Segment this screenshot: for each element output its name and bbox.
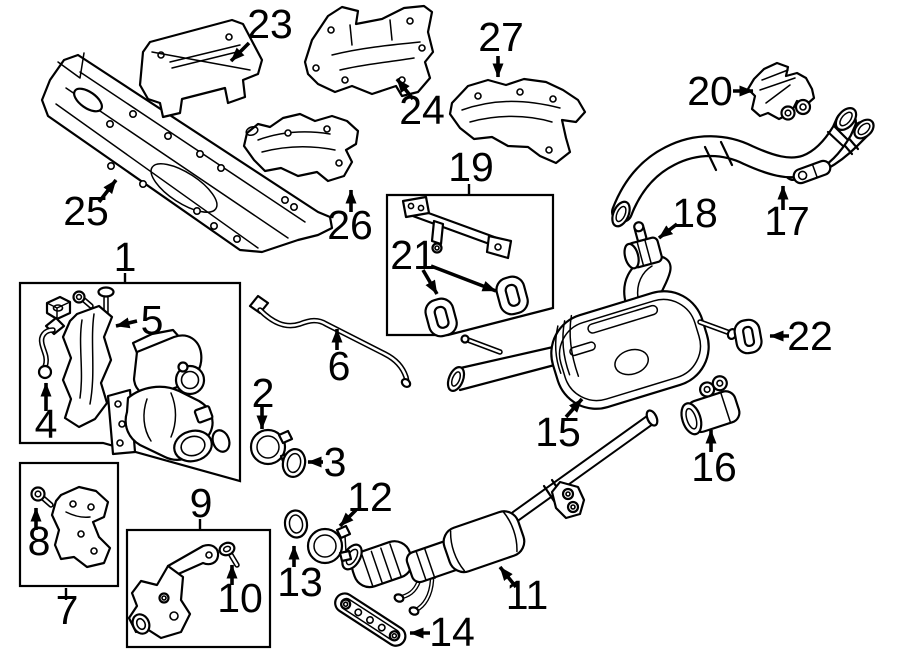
callout-21: 21	[390, 232, 436, 278]
callout-5: 5	[141, 297, 164, 343]
callout-17: 17	[764, 198, 810, 244]
clamp-18-drawing	[623, 221, 663, 270]
gasket-3-drawing	[281, 448, 307, 478]
bracket-20-drawing	[746, 61, 816, 121]
turbo-heat-shield-5-drawing	[61, 304, 114, 429]
clamp-16-drawing	[680, 375, 741, 436]
muffler-15-drawing	[446, 255, 738, 410]
callout-7: 7	[56, 587, 79, 633]
callout-23: 23	[247, 1, 293, 47]
bracket-9-drawing	[127, 544, 220, 640]
bolt-drawing	[72, 290, 94, 309]
hanger-rod-4-drawing	[37, 316, 66, 380]
bolt-10-drawing	[218, 541, 240, 568]
heat-shield-23-drawing	[138, 18, 264, 119]
clamp-12-drawing	[306, 524, 353, 565]
bracket-7-drawing	[50, 485, 112, 569]
hanger-rod-6-drawing	[248, 294, 412, 389]
callout-27: 27	[478, 14, 524, 60]
callout-arrows	[30, 41, 789, 639]
callout-1: 1	[114, 234, 137, 280]
isolator-21-right	[495, 275, 529, 316]
callout-13: 13	[277, 559, 323, 605]
bracket-24-drawing	[303, 4, 435, 98]
callout-22: 22	[787, 313, 833, 359]
callout-11: 11	[506, 572, 549, 618]
callout-25: 25	[63, 188, 109, 234]
isolator-22-drawing	[733, 318, 763, 355]
callout-26: 26	[327, 202, 373, 248]
heat-shield-26-drawing	[242, 112, 360, 183]
gasket-13-drawing	[283, 509, 309, 539]
callout-10: 10	[217, 575, 263, 621]
floor-heat-shield-drawing	[40, 52, 334, 254]
callout-18: 18	[672, 190, 718, 236]
group-box-1	[18, 281, 242, 483]
callout-14: 14	[429, 609, 475, 655]
heat-shield-27-drawing	[448, 77, 587, 165]
callout-3: 3	[324, 439, 347, 485]
bracket-14-drawing	[334, 592, 407, 647]
front-pipe-11-drawing	[341, 409, 659, 616]
callout-19: 19	[448, 144, 494, 190]
turbocharger-drawing	[106, 328, 231, 463]
callout-6: 6	[328, 343, 351, 389]
callout-2: 2	[252, 370, 275, 416]
tailpipe-17-drawing	[611, 107, 875, 228]
callout-9: 9	[190, 480, 213, 526]
callout-8: 8	[28, 518, 51, 564]
callout-4: 4	[35, 401, 58, 447]
callout-labels: 1 2 3 4 5 6 7 8 9 10 11 12 13 14 15 16 1…	[28, 1, 833, 655]
clip-nut-drawing	[45, 295, 72, 321]
callout-12: 12	[347, 474, 393, 520]
bolt-8-drawing	[30, 486, 54, 508]
callout-15: 15	[535, 409, 581, 455]
isolator-21-left	[424, 297, 458, 338]
callout-20: 20	[687, 68, 733, 114]
group-box-19	[385, 193, 555, 338]
callout-24: 24	[399, 87, 445, 133]
group-box-9	[125, 528, 272, 649]
callout-16: 16	[691, 444, 737, 490]
